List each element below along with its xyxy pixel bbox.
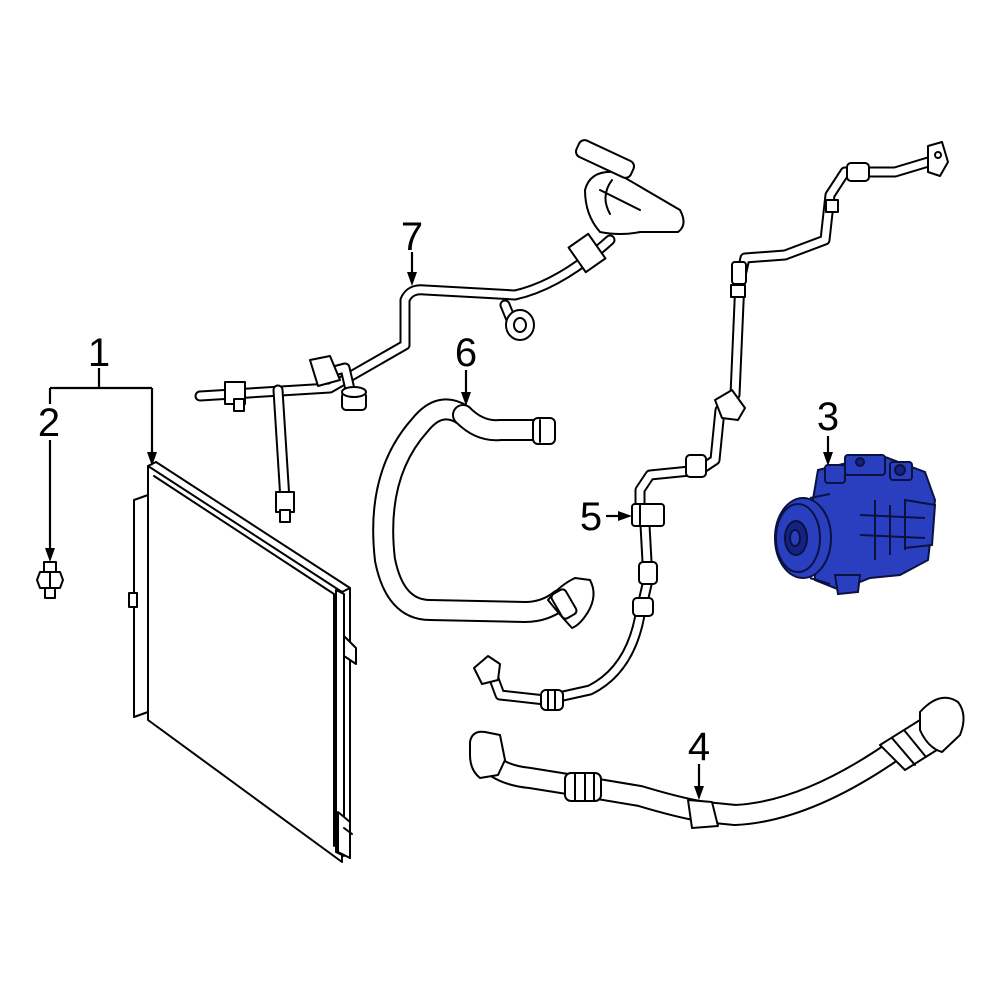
callout-6: 6 <box>455 331 477 375</box>
callout-3: 3 <box>817 395 839 439</box>
arrowhead-1 <box>147 452 157 466</box>
arrowhead-6 <box>461 392 471 406</box>
line-5-part[interactable] <box>473 141 949 711</box>
hose-6-part[interactable] <box>372 398 595 629</box>
arrowhead-4 <box>694 786 704 800</box>
condenser-part[interactable] <box>128 461 357 863</box>
callout-4: 4 <box>688 725 710 769</box>
bolt-part[interactable] <box>36 561 64 599</box>
callout-arrows <box>45 252 833 800</box>
arrowhead-7 <box>407 272 417 286</box>
compressor-part[interactable] <box>774 453 937 596</box>
callout-1: 1 <box>88 331 110 375</box>
callout-5: 5 <box>580 495 602 539</box>
callout-7: 7 <box>401 215 423 259</box>
line-assembly-7-part[interactable] <box>194 138 685 523</box>
arrowhead-3 <box>823 452 833 466</box>
hose-4-part[interactable] <box>469 696 965 829</box>
arrowhead-5 <box>618 511 632 521</box>
callout-2: 2 <box>38 401 60 445</box>
arrowhead-2 <box>45 548 55 562</box>
